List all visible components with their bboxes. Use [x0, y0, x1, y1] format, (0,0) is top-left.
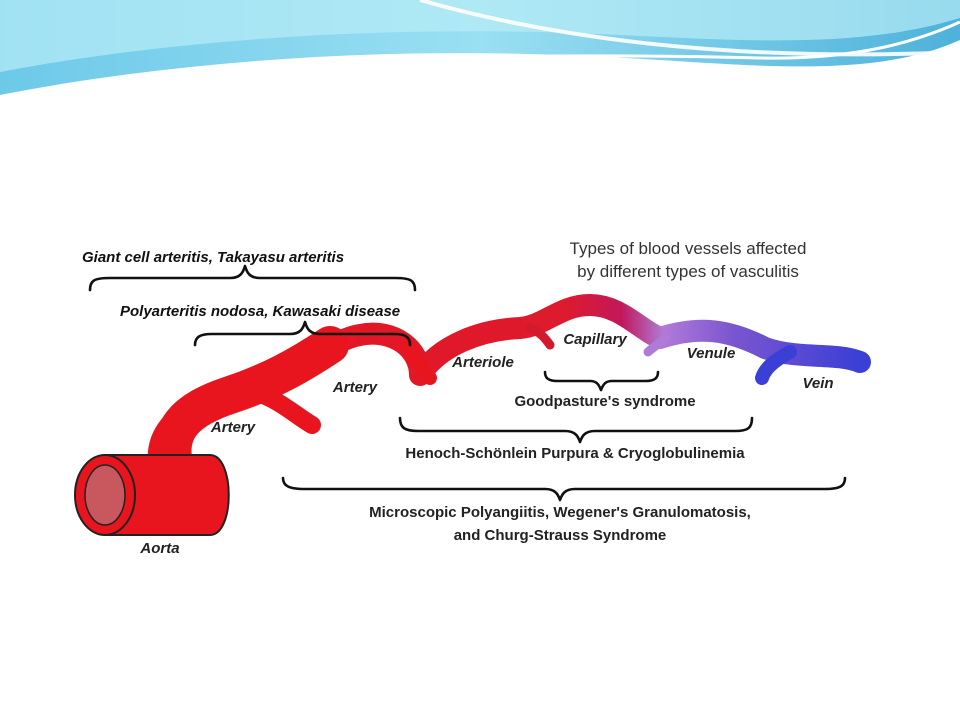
vessel-label-artery-1: Artery — [210, 419, 256, 436]
vessel-branch-arteriole — [401, 338, 437, 385]
vessel-label-capillary: Capillary — [563, 331, 627, 348]
header-band — [0, 0, 960, 95]
brace-medium-vessels — [193, 320, 412, 347]
vessel-label-vein: Vein — [802, 375, 833, 392]
group-label-goodpasture: Goodpasture's syndrome — [514, 393, 695, 410]
vessel-label-aorta: Aorta — [139, 540, 179, 557]
group-label-small-line-2: and Churg-Strauss Syndrome — [454, 527, 667, 544]
title-line-2: by different types of vasculitis — [577, 262, 799, 281]
vessel-branch-artery — [246, 383, 321, 434]
diagram-title: Types of blood vessels affected by diffe… — [570, 239, 807, 281]
group-label-small-line-1: Microscopic Polyangiitis, Wegener's Gran… — [369, 504, 751, 521]
group-label-large: Giant cell arteritis, Takayasu arteritis — [82, 249, 344, 266]
vessel-label-artery-2: Artery — [332, 379, 378, 396]
braces — [88, 264, 847, 502]
group-label-medium: Polyarteritis nodosa, Kawasaki disease — [120, 303, 400, 320]
aorta-cylinder — [74, 454, 230, 536]
brace-henoch — [398, 416, 754, 444]
title-line-1: Types of blood vessels affected — [570, 239, 807, 258]
brace-small-vessels — [281, 476, 847, 502]
vessel-trunk — [153, 326, 349, 489]
vessel-branch-capillary — [525, 323, 555, 350]
brace-goodpasture — [543, 370, 660, 392]
vessel-label-arteriole: Arteriole — [451, 354, 514, 371]
vessel-label-venule: Venule — [687, 345, 736, 362]
vessel-branch-vein — [755, 345, 797, 385]
brace-large-vessels — [88, 264, 417, 292]
group-label-henoch: Henoch-Schönlein Purpura & Cryoglobuline… — [405, 445, 745, 462]
vessel-branch-venule — [643, 333, 670, 357]
vessel-tree — [74, 294, 871, 536]
